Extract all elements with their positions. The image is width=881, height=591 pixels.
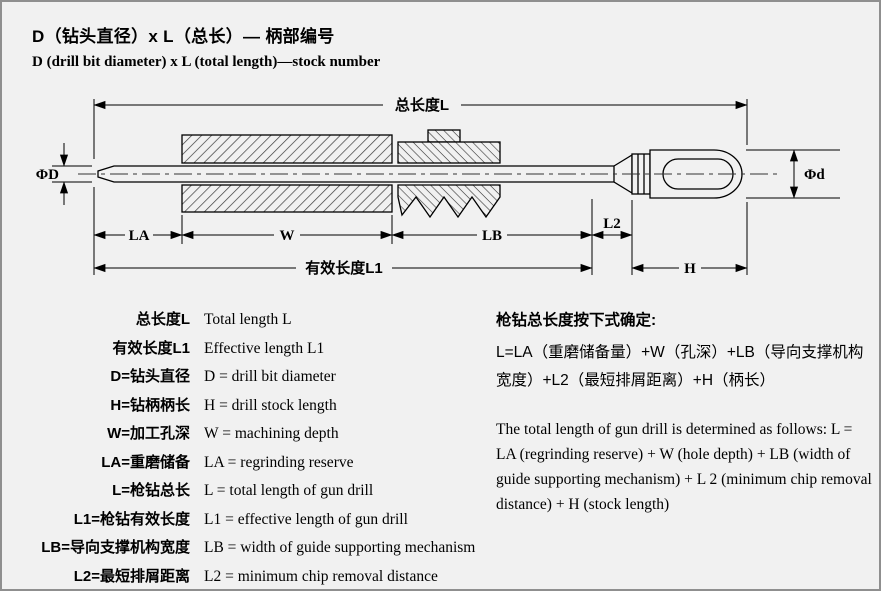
- effective-length-label: 有效长度L1: [305, 259, 383, 277]
- legend-term-en: H = drill stock length: [204, 396, 337, 414]
- legend-row: 总长度L Total length L: [2, 308, 482, 337]
- legend-row: 有效长度L1 Effective length L1: [2, 337, 482, 366]
- dim-label-w: W: [280, 228, 295, 244]
- legend-term-cn: W=加工孔深: [107, 425, 190, 442]
- legend-row: L2=最短排屑距离 L2 = minimum chip removal dist…: [2, 565, 482, 590]
- dim-label-la: LA: [129, 228, 150, 244]
- legend-term-cn: 总长度L: [135, 311, 190, 328]
- legend-row: D=钻头直径 D = drill bit diameter: [2, 365, 482, 394]
- formula-title-cn: 枪钻总长度按下式确定:: [496, 312, 657, 329]
- legend-table: 总长度L Total length L 有效长度L1 Effective len…: [2, 308, 482, 590]
- legend-row: L=枪钻总长 L = total length of gun drill: [2, 479, 482, 508]
- formula-block: 枪钻总长度按下式确定: L=LA（重磨储备量）+W（孔深）+LB（导向支撑机构宽…: [496, 308, 874, 517]
- total-length-label: 总长度L: [395, 96, 449, 114]
- legend-term-cn: H=钻柄柄长: [110, 396, 190, 414]
- legend-term-en: LA = regrinding reserve: [204, 453, 354, 471]
- legend-term-cn: LB=导向支撑机构宽度: [41, 539, 190, 556]
- formula-body-cn: L=LA（重磨储备量）+W（孔深）+LB（导向支撑机构宽度）+L2（最短排屑距离…: [496, 344, 864, 389]
- legend-term-cn: L=枪钻总长: [112, 482, 190, 499]
- legend-row: LA=重磨储备 LA = regrinding reserve: [2, 451, 482, 480]
- page-title-cn: D（钻头直径）x L（总长）— 柄部编号: [32, 27, 335, 46]
- legend-term-cn: LA=重磨储备: [101, 453, 190, 471]
- legend-term-en: Effective length L1: [204, 339, 325, 357]
- legend-term-en: Total length L: [204, 311, 292, 328]
- legend-row: L1=枪钻有效长度 L1 = effective length of gun d…: [2, 508, 482, 537]
- dim-label-h: H: [684, 261, 696, 277]
- legend-term-cn: L1=枪钻有效长度: [73, 510, 190, 528]
- legend-row: W=加工孔深 W = machining depth: [2, 422, 482, 451]
- dim-label-l2: L2: [603, 216, 621, 232]
- phi-d-label: Φd: [804, 167, 825, 183]
- dimension-label-backgrounds: [125, 96, 701, 277]
- phi-D-label: ΦD: [36, 167, 59, 183]
- formula-body-en: The total length of gun drill is determi…: [496, 421, 872, 513]
- legend-row: LB=导向支撑机构宽度 LB = width of guide supporti…: [2, 536, 482, 565]
- guide-support-mechanism: [397, 129, 501, 219]
- legend-term-en: L = total length of gun drill: [204, 482, 374, 499]
- gun-drill-diagram: 总长度L ΦD Φd LA W LB L2 有效长度L1 H: [2, 87, 879, 312]
- legend-row: H=钻柄柄长 H = drill stock length: [2, 394, 482, 423]
- legend-term-cn: D=钻头直径: [110, 368, 190, 385]
- dim-label-lb: LB: [482, 228, 502, 244]
- legend-term-en: LB = width of guide supporting mechanism: [204, 539, 476, 556]
- legend-term-cn: L2=最短排屑距离: [73, 567, 190, 585]
- legend-term-en: W = machining depth: [204, 425, 339, 442]
- legend-term-en: L1 = effective length of gun drill: [204, 510, 408, 528]
- page-title-en: D (drill bit diameter) x L (total length…: [32, 54, 381, 70]
- drill-shaft: [97, 165, 632, 183]
- legend-term-cn: 有效长度L1: [112, 339, 190, 357]
- workpiece-section: [181, 134, 393, 213]
- legend-term-en: D = drill bit diameter: [204, 368, 336, 385]
- legend-term-en: L2 = minimum chip removal distance: [204, 567, 438, 585]
- gun-drill-drawing: 总长度L ΦD Φd LA W LB L2 有效长度L1 H: [36, 96, 840, 277]
- header: D（钻头直径）x L（总长）— 柄部编号 D (drill bit diamet…: [32, 22, 380, 71]
